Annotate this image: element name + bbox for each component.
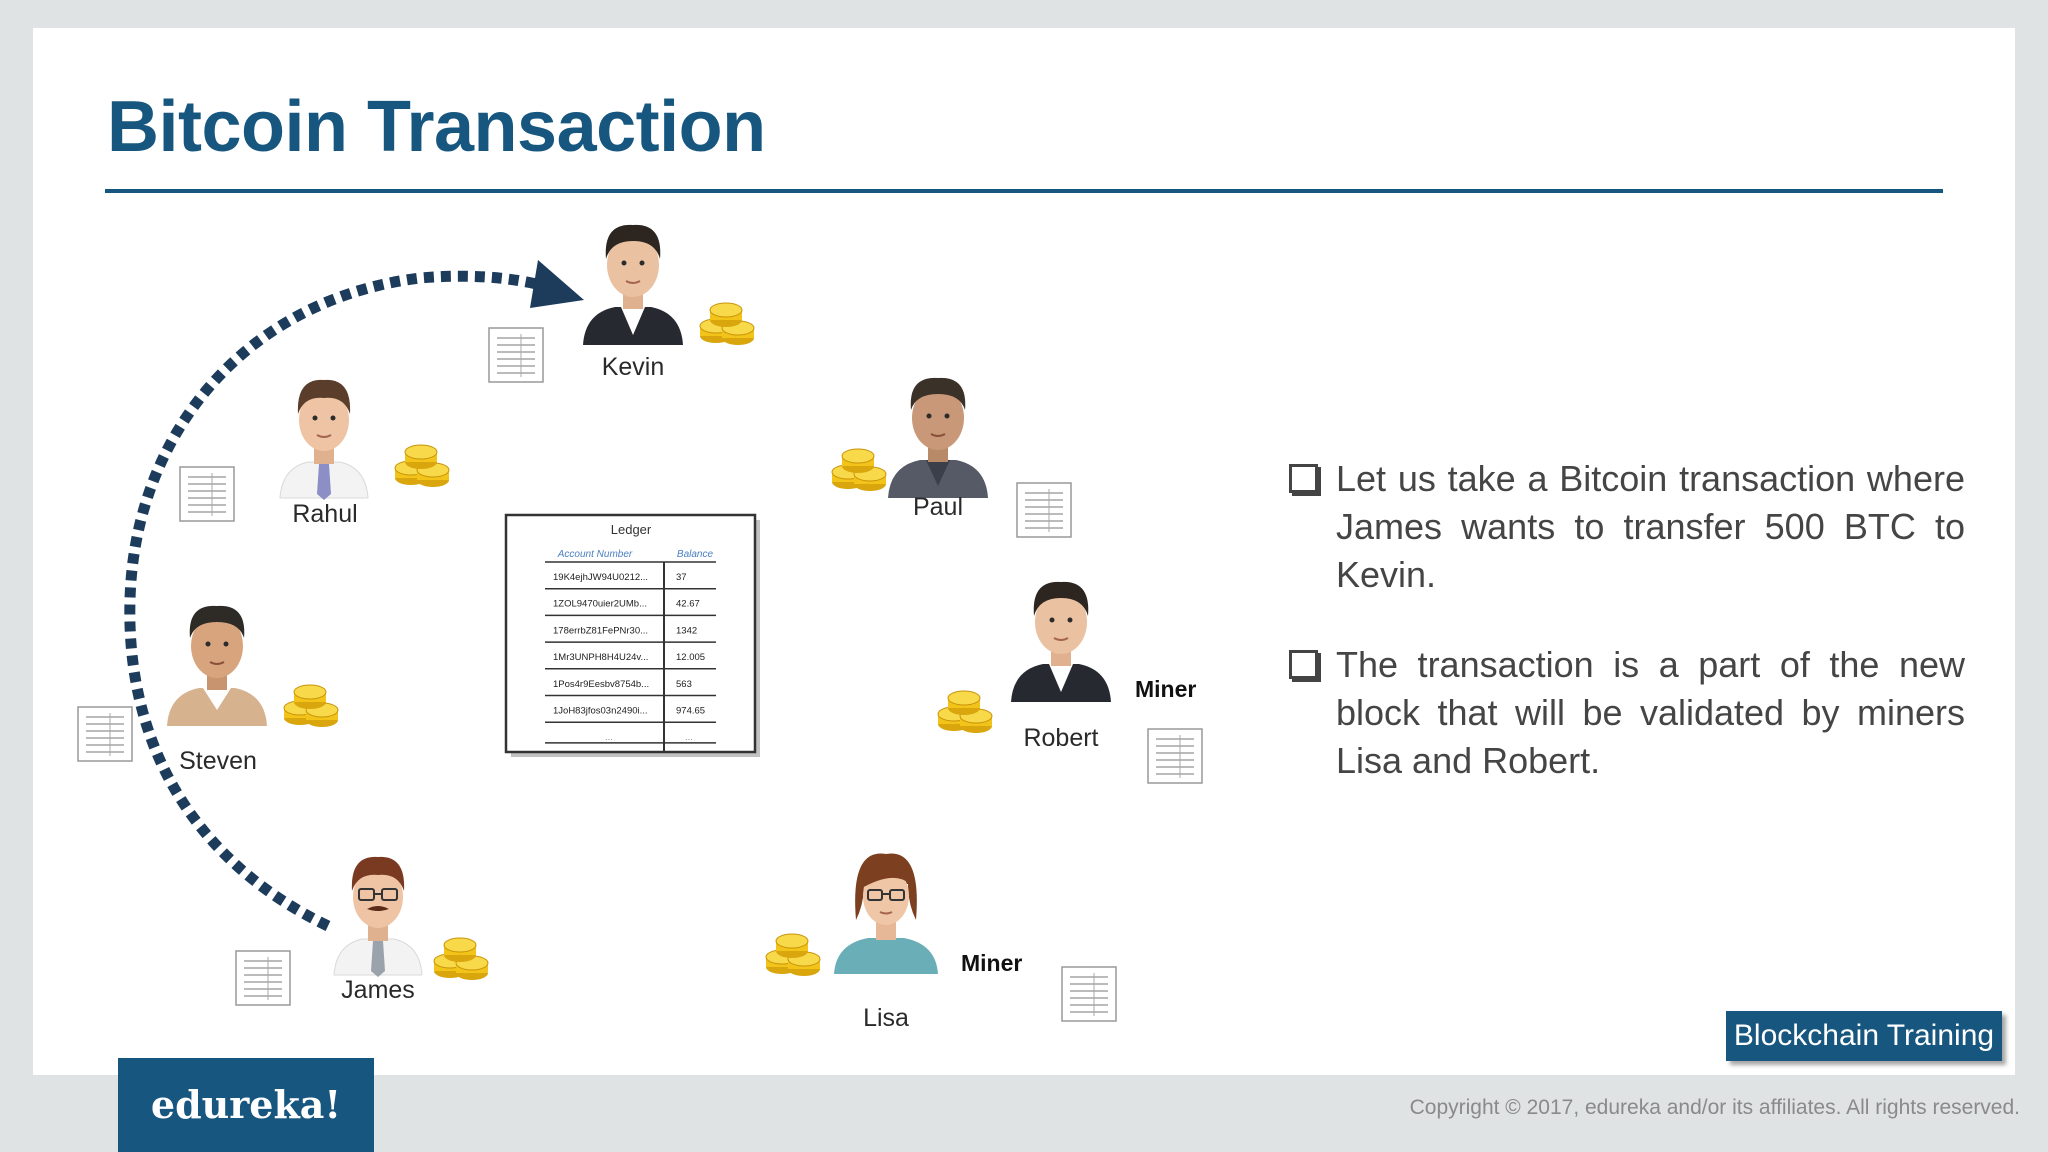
ledger-col-account: Account Number [557, 549, 633, 560]
avatar-paul [887, 376, 989, 499]
ledger-balance-cell: 1342 [676, 625, 697, 636]
name-robert: Robert [1023, 724, 1099, 752]
slide-title: Bitcoin Transaction [107, 87, 766, 167]
document-icon-lisa [1061, 966, 1117, 1022]
name-lisa: Lisa [863, 1004, 909, 1032]
avatar-lisa [833, 852, 939, 975]
ledger-table: Ledger Account Number Balance 19K4ejhJW9… [504, 513, 760, 757]
miner-label-robert: Miner [1135, 676, 1197, 702]
coins-icon-rahul [394, 444, 450, 488]
title-underline [105, 189, 1943, 193]
course-badge: Blockchain Training [1726, 1011, 2002, 1061]
bullet-item: Let us take a Bitcoin transaction where … [1287, 455, 1965, 599]
name-steven: Steven [179, 747, 257, 775]
ledger-balance-cell: 12.005 [676, 652, 705, 663]
ledger-col-balance: Balance [677, 549, 714, 560]
name-rahul: Rahul [292, 500, 358, 528]
coins-icon-james [433, 937, 489, 981]
transfer-arrowhead [530, 260, 584, 308]
ledger-account-cell: 1Mr3UNPH8H4U24v... [553, 652, 648, 663]
edureka-logo: edureka! [118, 1058, 374, 1152]
ledger-rows: 19K4ejhJW94U0212... 37 1ZOL9470uier2UMb...… [545, 561, 716, 744]
ledger-account-cell: 178errbZ81FePNr30... [553, 625, 648, 636]
ledger-account-cell: 1ZOL9470uier2UMb... [553, 599, 647, 610]
copyright-text: Copyright © 2017, edureka and/or its aff… [1409, 1096, 2020, 1119]
ledger-account-cell: 1Pos4r9Eesbv8754b... [553, 679, 649, 690]
bullet-text: The transaction is a part of the new blo… [1336, 644, 1965, 781]
name-kevin: Kevin [601, 353, 665, 381]
avatar-robert [1010, 580, 1112, 703]
ledger-account-cell: ... [605, 732, 613, 743]
name-james: James [341, 976, 415, 1004]
coins-icon-steven [283, 684, 339, 728]
ledger-balance-cell: 563 [676, 679, 692, 690]
ledger-balance-cell: 974.65 [676, 706, 705, 717]
bullet-list: Let us take a Bitcoin transaction where … [1287, 455, 1965, 827]
coins-icon-kevin [699, 302, 755, 346]
bullet-item: The transaction is a part of the new blo… [1287, 641, 1965, 785]
avatar-rahul [279, 378, 369, 501]
ledger-title: Ledger [611, 522, 652, 537]
bullet-text: Let us take a Bitcoin transaction where … [1336, 458, 1965, 595]
avatar-james [333, 855, 423, 978]
avatar-kevin [582, 223, 684, 346]
coins-icon-lisa [765, 933, 821, 977]
ledger-account-cell: 19K4ejhJW94U0212... [553, 572, 648, 583]
coins-icon-paul [831, 448, 887, 492]
ledger-account-cell: 1JoH83jfos03n2490i... [553, 706, 648, 717]
ledger-balance-cell: 42.67 [676, 599, 700, 610]
miner-label-lisa: Miner [961, 950, 1023, 976]
transfer-arrow-path [124, 270, 547, 931]
ledger-balance-cell: ... [685, 732, 693, 743]
checkbox-bullet-icon [1289, 650, 1318, 679]
ledger-balance-cell: 37 [676, 572, 687, 583]
avatar-steven [166, 604, 268, 727]
name-paul: Paul [912, 493, 964, 521]
checkbox-bullet-icon [1289, 464, 1318, 493]
